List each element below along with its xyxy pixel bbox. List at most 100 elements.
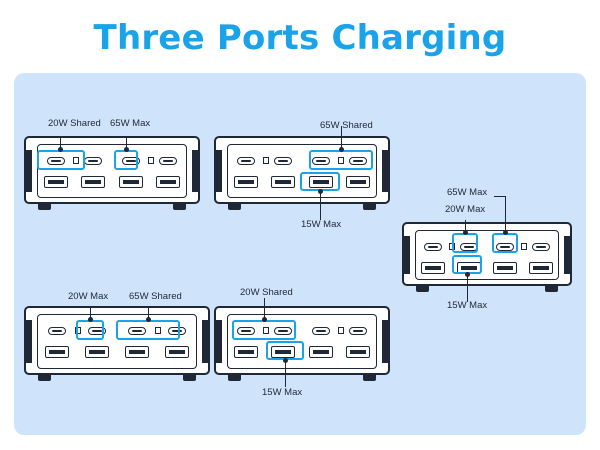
usb-c-port-3 [311,327,330,335]
usb-c-port-4 [349,327,368,335]
leader-dot-1 [462,230,468,235]
charger-foot-left [38,202,51,210]
indicator-led-1 [75,327,81,334]
indicator-led-2 [337,157,344,164]
charger-config-1 [24,136,200,210]
config2-label-65w-shared: 65W Shared [320,120,373,131]
charger-right-edge [564,236,570,274]
usb-a-port-3 [125,346,149,358]
indicator-led-2 [155,327,161,334]
active-port-highlight-1 [37,150,85,170]
config5-label-20w-shared: 20W Shared [240,287,293,298]
charger-left-edge [26,320,32,363]
usb-a-port-1 [45,346,69,358]
active-port-highlight-1 [309,150,373,170]
charger-body [214,306,390,375]
leader-dot-2 [145,317,151,322]
charger-front-panel [37,314,197,369]
charger-left-edge [404,236,410,274]
usb-a-port-4 [346,346,371,358]
config3-label-20w-max: 20W Max [445,204,486,215]
indicator-led-1 [72,157,79,164]
active-port-highlight-1 [232,320,296,340]
leader-tick-2 [494,196,505,197]
config3-label-65w-max: 65W Max [447,187,488,198]
config2-label-15w-max: 15W Max [301,219,342,230]
usb-c-port-1 [48,327,66,335]
charger-foot-right [363,373,376,381]
leader-dot-2 [123,147,129,152]
usb-c-port-2 [274,157,293,165]
indicator-led-2 [147,157,154,164]
charger-body [402,222,572,286]
charger-config-5 [214,298,390,387]
usb-c-port-4 [532,243,550,251]
charger-config-2 [214,126,390,220]
usb-a-port-3 [493,262,517,274]
indicator-led-1 [262,157,269,164]
charger-config-4 [24,306,210,381]
charger-front-panel [415,230,559,280]
leader-line-2 [319,191,321,220]
active-port-highlight-2 [492,233,518,253]
charger-left-edge [216,320,222,363]
leader-line-3 [466,274,468,302]
charger-left-edge [26,150,32,192]
active-port-highlight-2 [116,320,180,340]
usb-a-port-3 [118,176,143,188]
usb-c-port-1 [46,157,65,165]
charger-body [24,306,210,375]
charger-body [214,136,390,204]
usb-c-port-3 [496,243,514,251]
charger-right-edge [202,320,208,363]
leader-dot-2 [317,189,323,194]
usb-c-port-3 [128,327,146,335]
usb-a-port-4 [346,176,371,188]
leader-dot-2 [282,358,288,363]
charger-foot-left [228,373,241,381]
charger-right-edge [382,150,388,192]
usb-a-port-2 [271,346,296,358]
usb-a-port-4 [529,262,553,274]
charger-body [24,136,200,204]
leader-dot-2 [502,230,508,235]
usb-a-port-2 [271,176,296,188]
usb-c-port-4 [159,157,178,165]
leader-line-2 [504,196,506,233]
charger-foot-right [545,284,558,292]
usb-a-port-2 [81,176,106,188]
charger-foot-right [173,202,186,210]
active-port-highlight-1 [76,320,104,340]
usb-c-port-1 [236,157,255,165]
indicator-led-2 [521,243,527,250]
leader-dot-1 [87,317,93,322]
usb-a-port-2 [85,346,109,358]
usb-c-port-4 [168,327,186,335]
active-port-highlight-1 [452,233,478,253]
usb-c-port-2 [84,157,103,165]
charger-foot-left [38,373,51,381]
config1-label-20w-shared: 20W Shared [48,118,101,129]
leader-line-2 [125,136,127,150]
page-title: Three Ports Charging [93,18,507,58]
usb-c-port-2 [88,327,106,335]
usb-a-port-1 [43,176,68,188]
leader-line-1 [263,298,265,320]
usb-c-port-4 [349,157,368,165]
usb-a-port-1 [233,346,258,358]
charger-foot-right [363,202,376,210]
leader-dot-1 [57,147,63,152]
charger-front-panel [227,144,377,198]
charger-left-edge [216,150,222,192]
usb-a-port-4 [165,346,189,358]
leader-line-2 [284,360,286,387]
usb-a-port-1 [421,262,445,274]
usb-a-port-3 [308,176,333,188]
leader-line-2 [147,306,149,320]
indicator-led-2 [337,327,344,334]
leader-line-1 [59,136,61,150]
leader-line-1 [464,220,466,233]
config3-label-15w-max: 15W Max [447,300,488,311]
charger-right-edge [192,150,198,192]
indicator-led-1 [262,327,269,334]
